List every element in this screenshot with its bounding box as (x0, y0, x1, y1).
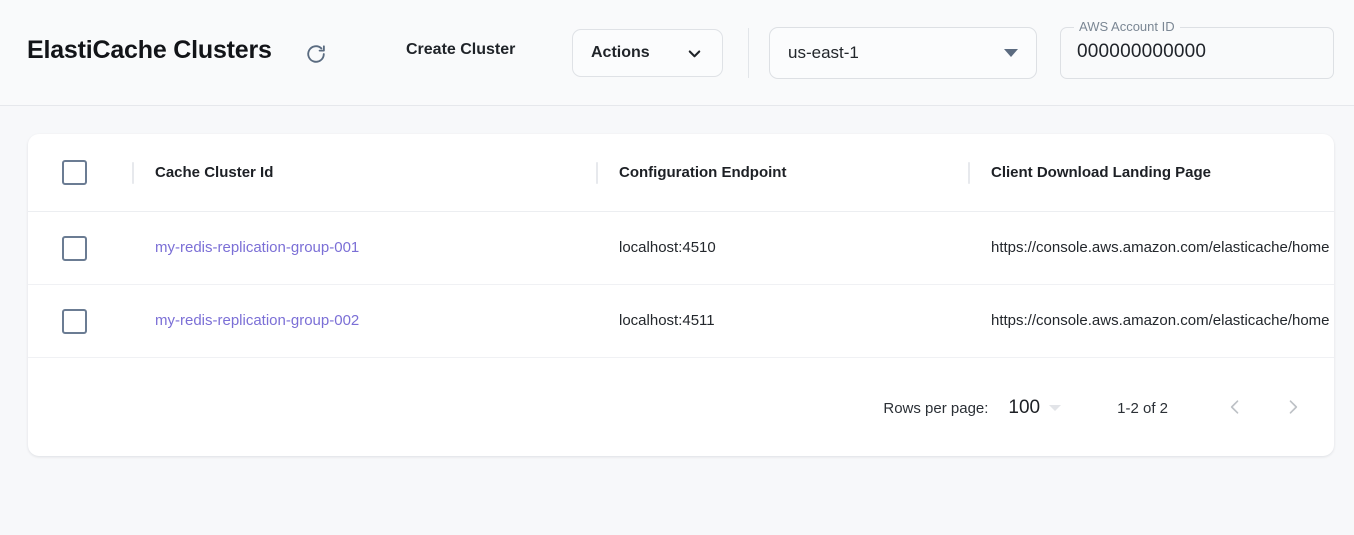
column-separator (596, 161, 598, 184)
dropdown-triangle-icon (1004, 49, 1018, 57)
column-header-configuration-endpoint[interactable]: Configuration Endpoint (598, 164, 968, 182)
chevron-down-icon (685, 44, 704, 63)
column-header-client-download-landing-page[interactable]: Client Download Landing Page (970, 164, 1334, 182)
row-select-cell (28, 235, 132, 261)
cluster-id-link[interactable]: my-redis-replication-group-002 (155, 312, 360, 329)
cell-configuration-endpoint: localhost:4510 (598, 239, 968, 257)
column-separator (132, 161, 134, 184)
row-checkbox[interactable] (62, 235, 87, 261)
column-header-cache-cluster-id[interactable]: Cache Cluster Id (134, 164, 596, 182)
previous-page-button[interactable] (1214, 387, 1256, 429)
header-divider (748, 28, 749, 78)
table-row[interactable]: my-redis-replication-group-002 localhost… (28, 285, 1334, 358)
cell-configuration-endpoint: localhost:4511 (598, 312, 968, 330)
configuration-endpoint-value: localhost:4511 (619, 312, 715, 329)
chevron-left-icon (1225, 397, 1245, 420)
select-all-cell (28, 160, 132, 185)
refresh-button[interactable] (300, 38, 332, 70)
aws-account-id-field[interactable]: AWS Account ID 000000000000 (1060, 19, 1334, 79)
region-select[interactable]: us-east-1 (769, 27, 1037, 79)
pagination-range-label: 1-2 of 2 (1117, 399, 1168, 417)
column-header-label: Configuration Endpoint (619, 163, 787, 181)
aws-account-id-value: 000000000000 (1077, 41, 1207, 62)
column-header-label: Client Download Landing Page (991, 163, 1212, 181)
cell-cache-cluster-id: my-redis-replication-group-001 (134, 239, 596, 257)
chevron-right-icon (1283, 397, 1303, 420)
region-select-value: us-east-1 (788, 43, 859, 62)
select-all-checkbox[interactable] (62, 160, 87, 185)
aws-account-id-label: AWS Account ID (1074, 19, 1180, 34)
row-checkbox[interactable] (62, 308, 87, 334)
actions-button-label: Actions (591, 44, 650, 61)
column-separator (968, 161, 970, 184)
app-header: ElastiCache Clusters Create Cluster Acti… (0, 0, 1354, 106)
chevron-down-icon (1049, 405, 1062, 411)
landing-page-value: https://console.aws.amazon.com/elasticac… (991, 312, 1330, 329)
clusters-table-card: Cache Cluster Id Configuration Endpoint … (28, 134, 1334, 456)
cell-client-download-landing-page: https://console.aws.amazon.com/elasticac… (970, 239, 1334, 257)
create-cluster-button[interactable]: Create Cluster (406, 41, 516, 58)
next-page-button[interactable] (1272, 387, 1314, 429)
configuration-endpoint-value: localhost:4510 (619, 239, 716, 256)
table-row[interactable]: my-redis-replication-group-001 localhost… (28, 212, 1334, 285)
rows-per-page-select[interactable]: 100 (1008, 397, 1041, 418)
table-header-row: Cache Cluster Id Configuration Endpoint … (28, 134, 1334, 212)
pagination-bar: Rows per page: 100 1-2 of 2 (28, 360, 1334, 456)
refresh-icon (305, 43, 327, 65)
cluster-id-link[interactable]: my-redis-replication-group-001 (155, 239, 360, 256)
rows-per-page-label: Rows per page: (883, 399, 989, 417)
cell-client-download-landing-page: https://console.aws.amazon.com/elasticac… (970, 312, 1334, 330)
row-select-cell (28, 308, 132, 334)
cell-cache-cluster-id: my-redis-replication-group-002 (134, 312, 596, 330)
landing-page-value: https://console.aws.amazon.com/elasticac… (991, 239, 1330, 256)
actions-button[interactable]: Actions (572, 29, 723, 77)
page-title: ElastiCache Clusters (27, 36, 272, 64)
column-header-label: Cache Cluster Id (155, 163, 274, 181)
